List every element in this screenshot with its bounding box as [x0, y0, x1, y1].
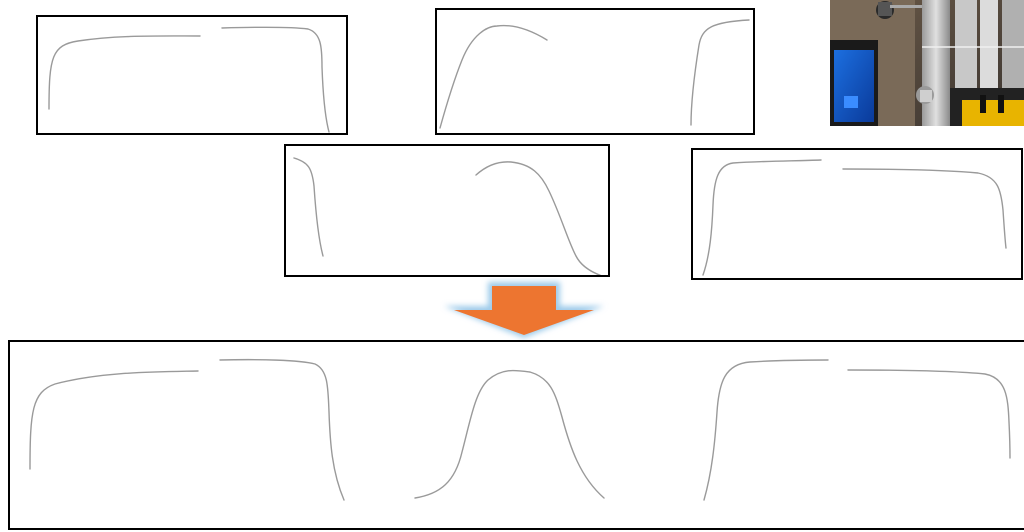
merged-result-panel: [8, 340, 1024, 530]
scan-panel-1: [36, 15, 348, 135]
curve-segment: [691, 20, 749, 125]
curve-segment: [49, 36, 200, 109]
scan-curve-3: [286, 146, 610, 277]
scan-panel-2: [435, 8, 755, 135]
curve-segment: [294, 158, 323, 256]
curve-segment: [222, 27, 329, 132]
curve-segment: [440, 26, 547, 128]
curve-segment: [703, 160, 821, 275]
scan-curve-2: [437, 10, 755, 135]
scan-panel-4: [691, 148, 1023, 280]
scan-curve-1: [38, 17, 348, 135]
curve-segment: [220, 360, 344, 500]
curve-segment: [704, 360, 828, 500]
curve-segment: [415, 370, 604, 498]
curve-segment: [30, 371, 198, 469]
scan-curve-4: [693, 150, 1023, 280]
curve-segment: [843, 169, 1006, 248]
curve-segment: [848, 370, 1010, 458]
device-photo: [830, 0, 1024, 126]
curve-segment: [476, 162, 602, 276]
merged-curve: [10, 342, 1024, 532]
scan-panel-3: [284, 144, 610, 277]
down-arrow-icon: [440, 278, 610, 340]
device-photo-image: [830, 0, 1024, 126]
